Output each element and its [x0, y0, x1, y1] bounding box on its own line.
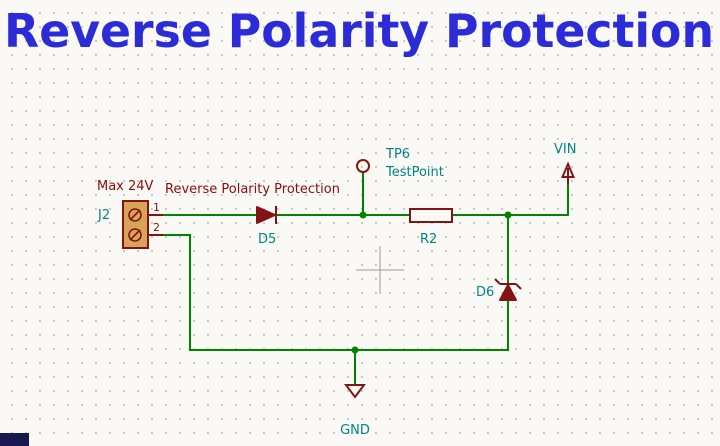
- diode-d5[interactable]: [256, 206, 277, 224]
- zener-triangle: [499, 284, 517, 301]
- gnd-arrow: [344, 384, 366, 399]
- junction-dot: [351, 346, 359, 354]
- resistor-r2[interactable]: [409, 208, 453, 223]
- wires[interactable]: [162, 172, 569, 385]
- reference-label-d6: D6: [476, 285, 494, 300]
- net-label-gnd: GND: [340, 423, 370, 438]
- pin-number-1: 1: [153, 201, 160, 214]
- zener-d6[interactable]: [494, 278, 522, 301]
- screw-terminal-2: [128, 228, 142, 242]
- screw-terminal-1: [128, 208, 142, 222]
- zener-wing-left: [494, 278, 501, 285]
- testpoint-pad: [356, 159, 370, 173]
- value-label-tp6: TestPoint: [385, 165, 444, 180]
- reference-label-d5: D5: [258, 232, 276, 247]
- reference-label-j2: J2: [97, 208, 110, 223]
- connector-j2[interactable]: [122, 200, 163, 249]
- reference-label-r2: R2: [420, 232, 437, 247]
- junction-dot: [359, 211, 367, 219]
- screw-slot-1: [129, 209, 141, 221]
- pin-number-2: 2: [153, 221, 160, 234]
- diode-triangle: [256, 206, 276, 224]
- reference-label-tp6: TP6: [385, 147, 410, 162]
- vin-arrow-head: [560, 161, 576, 178]
- note-max-voltage: Max 24V: [97, 179, 154, 194]
- crosshair: [356, 246, 404, 294]
- zener-wing-right: [515, 283, 522, 290]
- junction-dot: [504, 211, 512, 219]
- vin-power-symbol[interactable]: [560, 161, 576, 184]
- window-corner-artifact: [0, 433, 29, 446]
- wire-segment[interactable]: [162, 234, 509, 351]
- gnd-power-symbol[interactable]: [344, 384, 366, 399]
- section-label: Reverse Polarity Protection: [165, 182, 340, 197]
- screw-slot-2: [129, 229, 141, 241]
- resistor-body[interactable]: [409, 208, 453, 223]
- page-title: Reverse Polarity Protection: [4, 4, 714, 58]
- testpoint-tp6[interactable]: [356, 159, 370, 173]
- net-label-vin: VIN: [554, 142, 576, 157]
